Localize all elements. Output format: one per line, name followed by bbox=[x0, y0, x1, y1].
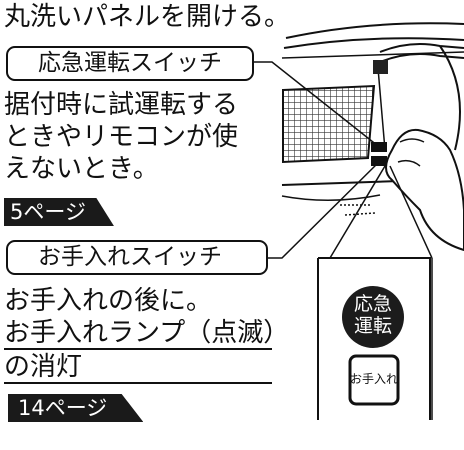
maintenance-desc-line-3: の消灯 bbox=[4, 352, 272, 384]
maintenance-desc-line-2: お手入れランプ（点滅） bbox=[4, 318, 290, 350]
emergency-desc-line-2: ときやリモコンが使 bbox=[4, 122, 239, 152]
emergency-desc-line-3: えないとき。 bbox=[4, 154, 159, 184]
maintenance-button-label: お手入れ bbox=[350, 372, 399, 386]
maintenance-button[interactable]: お手入れ bbox=[350, 370, 398, 388]
emergency-switch-label: 応急運転スイッチ bbox=[38, 50, 222, 76]
emergency-button[interactable]: 応急 運転 bbox=[342, 293, 404, 337]
instruction-heading: 丸洗いパネルを開ける。 bbox=[4, 2, 291, 32]
maintenance-page-ref[interactable]: 14ページ bbox=[8, 394, 144, 422]
maintenance-switch-label-box: お手入れスイッチ bbox=[6, 240, 268, 275]
maintenance-switch-label: お手入れスイッチ bbox=[38, 244, 222, 270]
emergency-button-label-2: 運転 bbox=[353, 315, 392, 337]
maintenance-desc-line-1: お手入れの後に。 bbox=[4, 286, 213, 316]
emergency-desc-line-1: 据付時に試運転する bbox=[4, 90, 239, 120]
emergency-switch-label-box: 応急運転スイッチ bbox=[6, 46, 254, 81]
emergency-page-ref[interactable]: 5ページ bbox=[4, 198, 114, 226]
emergency-button-label-1: 応急 bbox=[353, 293, 392, 315]
